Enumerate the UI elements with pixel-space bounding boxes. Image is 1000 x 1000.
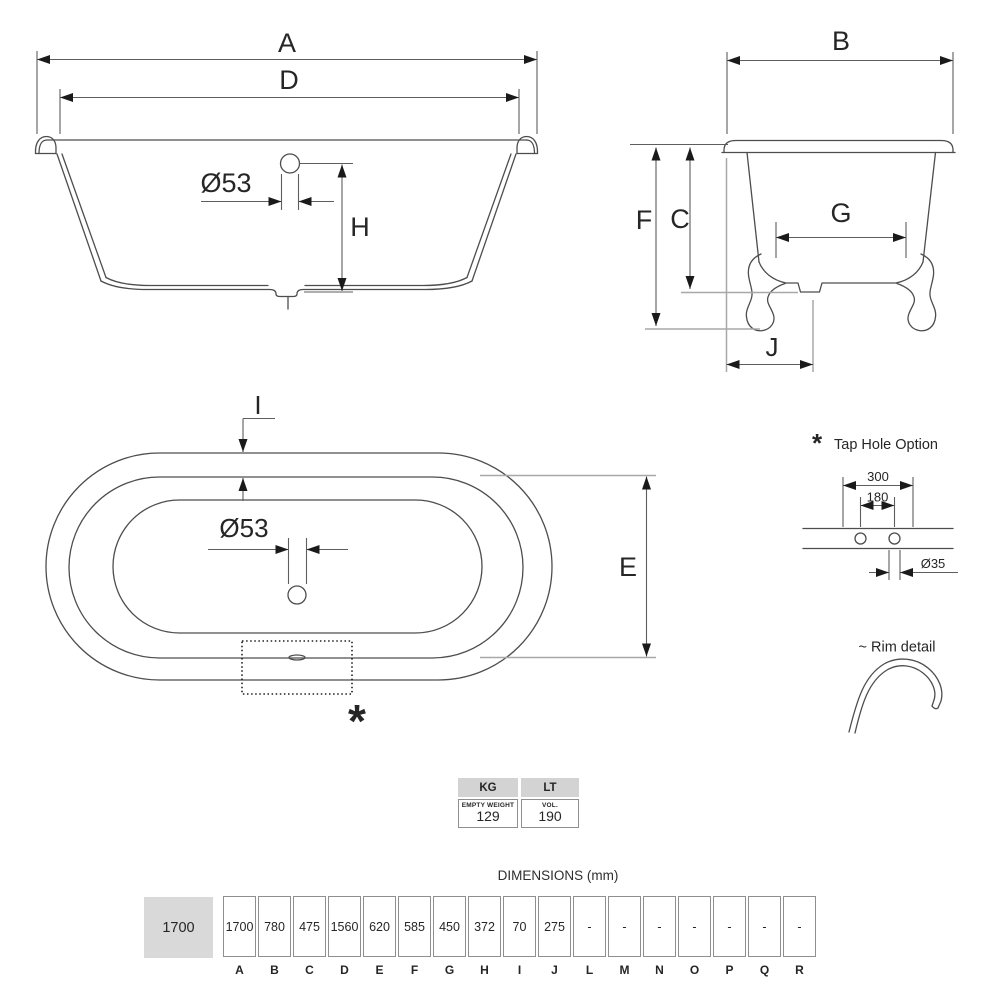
model-size-label: 1700 — [144, 897, 213, 958]
dim-f-label: F — [636, 205, 653, 235]
overflow-hole — [279, 153, 301, 174]
side-elevation-view: A D Ø53 — [34, 28, 539, 310]
dim-letter: O — [689, 963, 700, 977]
empty-weight-label: EMPTY WEIGHT — [461, 802, 515, 810]
tap-hole-area-box — [241, 640, 353, 695]
kg-header: KG — [458, 778, 518, 797]
rim-detail-title: ~ Rim detail — [859, 640, 936, 656]
dim-letter: P — [725, 963, 734, 977]
dim-letter: H — [480, 963, 489, 977]
rim-outer-edge — [45, 452, 553, 681]
rim-detail: ~ Rim detail — [848, 640, 943, 734]
dim-h-label: H — [350, 212, 370, 242]
dim-value-cell: - — [783, 896, 816, 957]
volume-cell: VOL. 190 — [521, 799, 579, 828]
tap-area-asterisk: * — [348, 695, 366, 747]
rim-profile-inner — [854, 665, 936, 734]
dim-letter: B — [270, 963, 279, 977]
dim-180-label: 180 — [867, 490, 889, 505]
dim-b-label: B — [832, 26, 850, 56]
side-hole-dia-label: Ø53 — [200, 168, 251, 198]
basin-edge — [112, 499, 483, 634]
dim-value-cell: 1700 — [223, 896, 256, 957]
dim-e-label: E — [619, 552, 637, 582]
empty-weight-cell: EMPTY WEIGHT 129 — [458, 799, 518, 828]
dim-letter: N — [655, 963, 664, 977]
rim-profile-outer — [848, 658, 943, 733]
dim-35-label: Ø35 — [921, 556, 946, 571]
dim-letter: L — [585, 963, 594, 977]
dim-d-label: D — [279, 65, 299, 95]
lt-header: LT — [521, 778, 579, 797]
dim-letter: M — [619, 963, 630, 977]
dim-letter: Q — [759, 963, 770, 977]
dimensions-table-title: DIMENSIONS (mm) — [497, 868, 619, 883]
dim-letter: C — [305, 963, 314, 977]
tub-end-outline — [721, 139, 956, 332]
dim-letter: A — [235, 963, 244, 977]
rim-inner-edge — [68, 476, 524, 659]
weight-volume-table: KG LT EMPTY WEIGHT 129 VOL. 190 — [458, 778, 579, 828]
plan-view: I Ø53 E * — [45, 390, 656, 747]
tap-hole-option-detail: * Tap Hole Option 300 180 Ø35 — [802, 428, 958, 580]
dim-letter: I — [517, 963, 522, 977]
dim-letter: F — [410, 963, 419, 977]
tap-hole-option-title: Tap Hole Option — [834, 437, 938, 453]
dim-j-label: J — [766, 332, 779, 362]
dim-value-cell: - — [573, 896, 606, 957]
dim-value-cell: - — [713, 896, 746, 957]
volume-value: 190 — [538, 808, 562, 825]
tap-hole-left — [854, 532, 867, 545]
dim-g-label: G — [830, 198, 851, 228]
overflow-slot — [288, 654, 306, 661]
tap-option-asterisk: * — [812, 428, 823, 458]
claw-foot-left — [745, 253, 786, 332]
dimensions-value-row: 1700 780 475 1560 620 585 450 372 70 275… — [223, 896, 816, 957]
dim-value-cell: 70 — [503, 896, 536, 957]
dim-value-cell: 1560 — [328, 896, 361, 957]
dim-a-label: A — [278, 28, 296, 58]
dim-value-cell: 372 — [468, 896, 501, 957]
dim-value-cell: 780 — [258, 896, 291, 957]
dim-value-cell: 475 — [293, 896, 326, 957]
dim-value-cell: - — [643, 896, 676, 957]
dim-i-label: I — [254, 390, 261, 420]
tap-hole-right — [888, 532, 901, 545]
dim-value-cell: 585 — [398, 896, 431, 957]
volume-label: VOL. — [542, 802, 558, 810]
dimensions-letter-row: A B C D E F G H I J L M N O P Q R — [223, 963, 816, 977]
dim-value-cell: 620 — [363, 896, 396, 957]
plan-hole-dia-label: Ø53 — [219, 513, 268, 543]
dim-letter: G — [444, 963, 455, 977]
dim-value-cell: - — [678, 896, 711, 957]
dim-c-label: C — [670, 204, 690, 234]
dim-value-cell: 450 — [433, 896, 466, 957]
waste-hole — [287, 585, 307, 605]
dim-letter: J — [551, 963, 558, 977]
end-elevation-view: B F C G J — [630, 26, 956, 372]
claw-foot-right — [896, 253, 937, 332]
dim-letter: E — [375, 963, 384, 977]
empty-weight-value: 129 — [476, 808, 500, 825]
dim-value-cell: - — [748, 896, 781, 957]
tub-side-outline — [34, 135, 539, 310]
dim-value-cell: - — [608, 896, 641, 957]
dim-300-label: 300 — [867, 469, 889, 484]
dim-letter: D — [340, 963, 349, 977]
dim-letter: R — [795, 963, 804, 977]
dim-value-cell: 275 — [538, 896, 571, 957]
